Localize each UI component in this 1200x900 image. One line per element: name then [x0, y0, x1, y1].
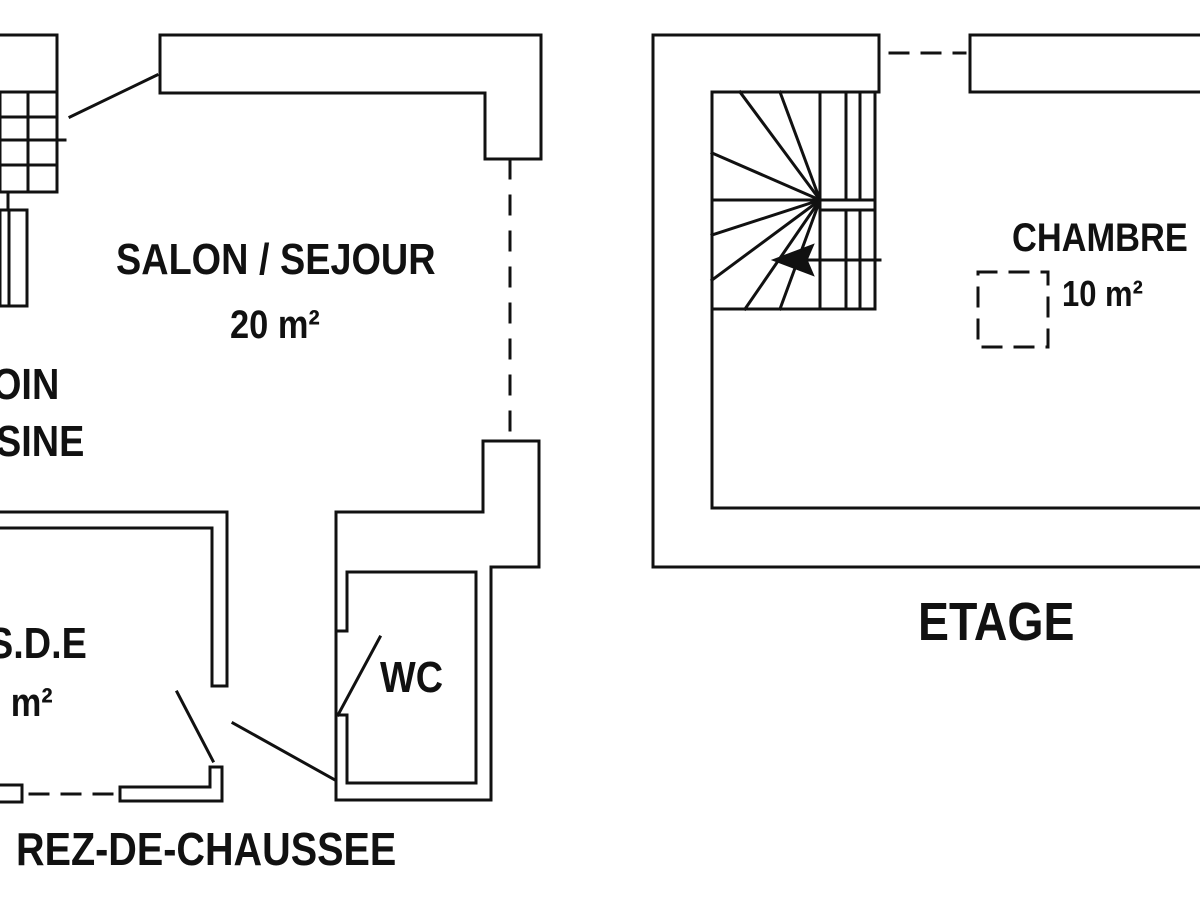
chambre-area: 10 m² — [1062, 273, 1143, 314]
stair-arrowhead — [770, 243, 815, 277]
ground-floor-walls — [0, 33, 543, 804]
sde-top-wall — [0, 510, 229, 688]
cuisine-label-line1: OIN — [0, 360, 60, 409]
sde-label: S.D.E — [0, 619, 87, 668]
kitchen-top-wall — [0, 33, 59, 94]
upper-floor-title: ETAGE — [918, 592, 1075, 652]
upper-floor-walls — [651, 33, 1200, 569]
cuisine-label-line2: SINE — [0, 417, 85, 466]
bottom-left-wall-stub — [0, 783, 24, 804]
right-wall-block — [334, 439, 541, 802]
chambre-dashed-furniture — [976, 270, 1050, 349]
etage-outer-wall — [651, 33, 1200, 569]
sde-door-swing — [174, 689, 216, 764]
wc-label: WC — [380, 653, 444, 702]
wc-door-swing — [335, 634, 383, 718]
staircase — [709, 89, 882, 312]
kitchen-window-line — [67, 72, 160, 120]
hall-door-swing — [230, 720, 338, 783]
wc-inner-wall — [345, 570, 478, 785]
salon-label: SALON / SEJOUR — [116, 235, 436, 284]
sde-bottom-wall — [118, 765, 224, 803]
ground-floor-title: REZ-DE-CHAUSSEE — [16, 823, 397, 875]
sde-area: 7 m² — [0, 681, 53, 725]
salon-area: 20 m² — [230, 303, 320, 347]
salon-top-wall — [158, 33, 543, 161]
etage-top-left-segment — [710, 33, 881, 94]
kitchen-cabinets — [0, 90, 67, 308]
etage-top-right-segment — [968, 33, 1200, 94]
chambre-label: CHAMBRE — [1012, 216, 1188, 260]
